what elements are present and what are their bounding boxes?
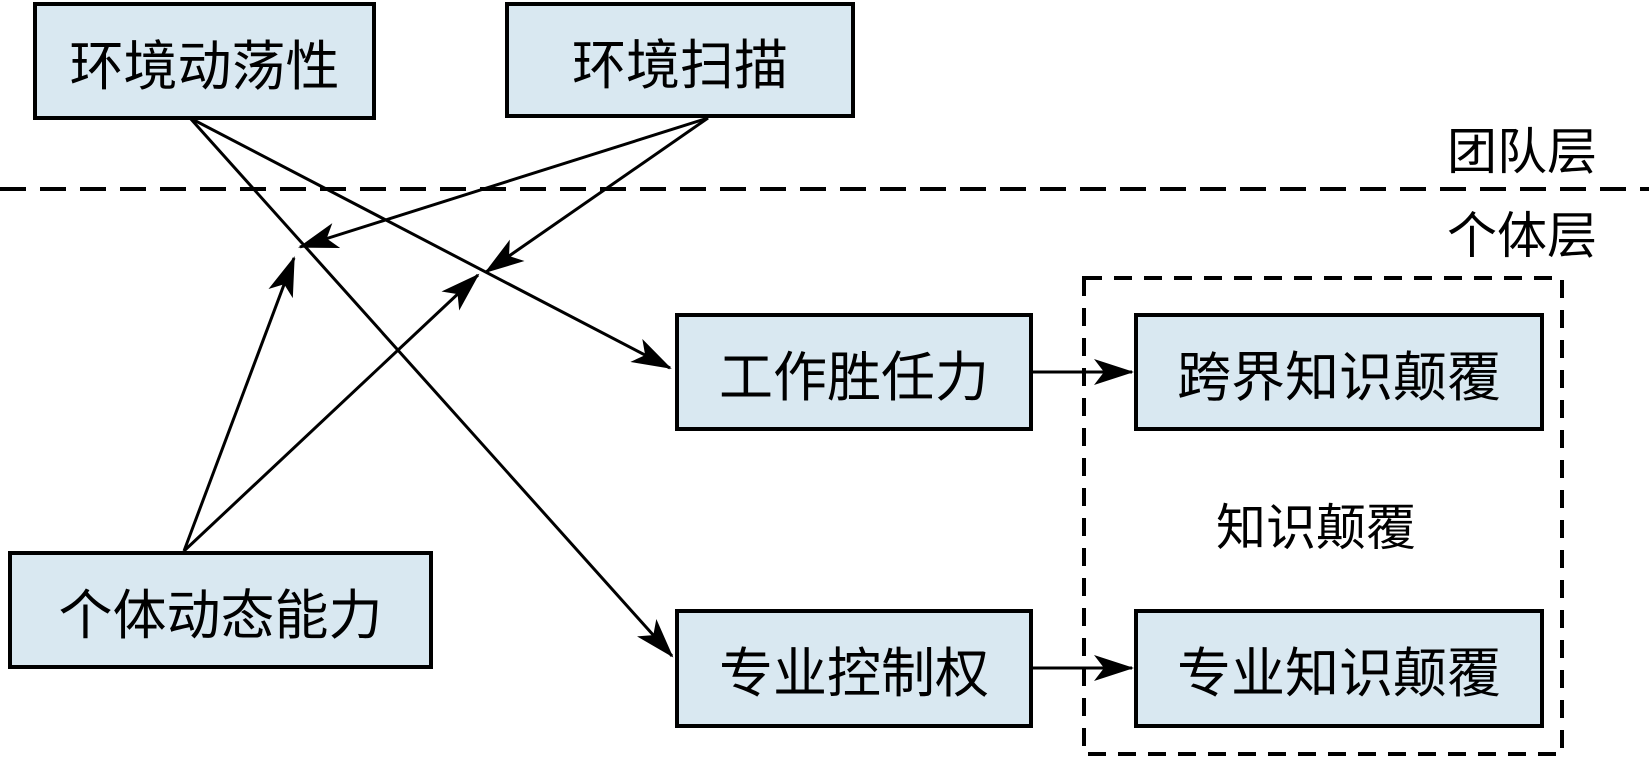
node-professional-disruption-label: 专业知识颠覆 [1177, 642, 1501, 705]
knowledge-disruption-group-label: 知识颠覆 [1216, 499, 1416, 557]
node-individual-dynamic-capability: 个体动态能力 [8, 551, 433, 669]
node-env-scanning-label: 环境扫描 [572, 33, 788, 97]
node-crossboundary-disruption-label: 跨界知识颠覆 [1177, 345, 1501, 409]
node-job-competence-label: 工作胜任力 [719, 345, 989, 409]
edge-capability-to-mod2 [182, 273, 480, 553]
node-job-competence: 工作胜任力 [675, 313, 1033, 431]
team-layer-label: 团队层 [1447, 123, 1597, 181]
edge-scanning-to-mod2 [484, 116, 709, 274]
edge-scanning-to-mod1 [298, 116, 709, 249]
node-env-scanning: 环境扫描 [505, 2, 855, 118]
node-env-dynamism-label: 环境动荡性 [69, 34, 340, 98]
node-professional-control: 专业控制权 [675, 609, 1033, 728]
edge-dynamism-to-control [188, 116, 674, 658]
node-professional-disruption: 专业知识颠覆 [1134, 609, 1544, 728]
node-crossboundary-disruption: 跨界知识颠覆 [1134, 313, 1544, 431]
node-env-dynamism: 环境动荡性 [33, 2, 376, 120]
node-individual-dynamic-capability-label: 个体动态能力 [58, 583, 383, 647]
edge-capability-to-mod1 [182, 256, 296, 552]
edge-dynamism-to-competence [189, 116, 672, 370]
individual-layer-label: 个体层 [1447, 207, 1597, 265]
node-professional-control-label: 专业控制权 [719, 642, 989, 705]
